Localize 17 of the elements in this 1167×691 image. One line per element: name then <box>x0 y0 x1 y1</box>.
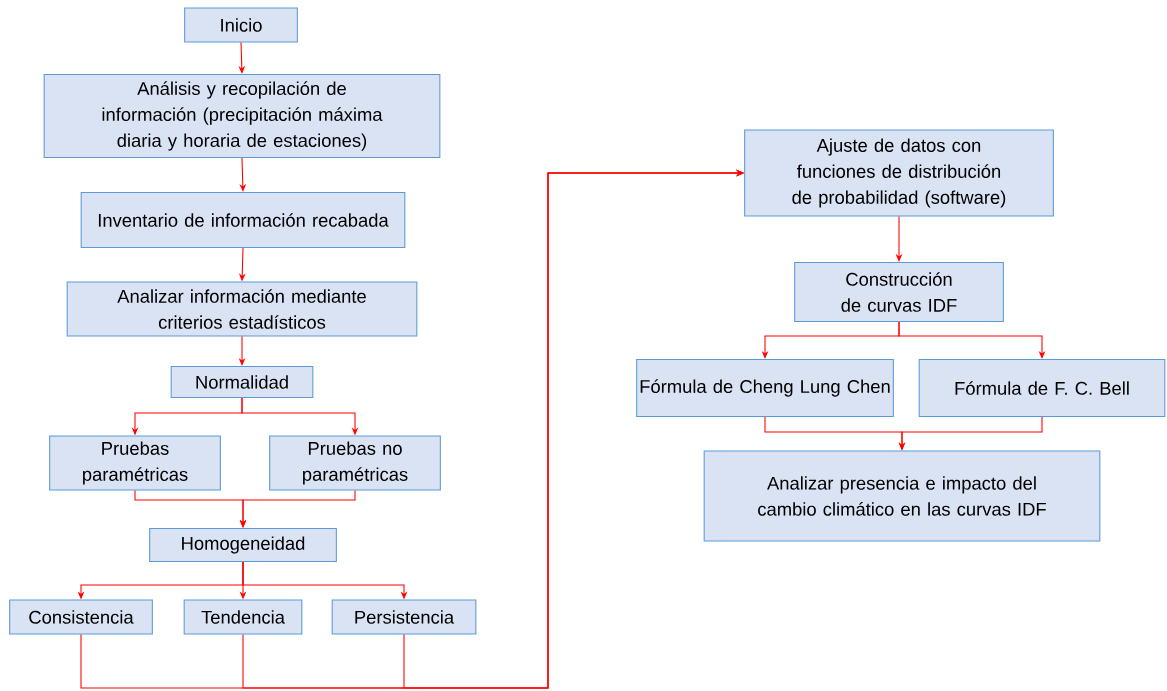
process-box: Construcción de curvas IDF <box>794 261 1004 323</box>
process-box: Consistencia <box>9 599 153 635</box>
process-box: Pruebas paramétricas <box>49 435 221 491</box>
process-box: Inicio <box>184 7 298 43</box>
process-box: Pruebas no paramétricas <box>269 435 441 491</box>
process-box: Fórmula de F. C. Bell <box>918 358 1166 418</box>
process-box: Análisis y recopilación de información (precipitación máxima diaria y horaria de estaciones) <box>43 73 441 159</box>
process-box: Analizar presencia e impacto del cambio climático en las curvas IDF <box>703 450 1101 542</box>
process-box: Ajuste de datos con funciones de distribución de probabilidad (software) <box>744 129 1054 217</box>
process-box: Normalidad <box>170 365 314 399</box>
process-box: Fórmula de Cheng Lung Chen <box>636 358 894 418</box>
process-box: Tendencia <box>183 599 303 635</box>
process-box: Analizar información mediante criterios estadísticos <box>66 281 418 337</box>
process-box: Homogeneidad <box>149 527 337 563</box>
process-box: Inventario de información recabada <box>80 191 406 249</box>
arrow <box>898 321 1046 359</box>
process-box: Persistencia <box>331 599 477 635</box>
